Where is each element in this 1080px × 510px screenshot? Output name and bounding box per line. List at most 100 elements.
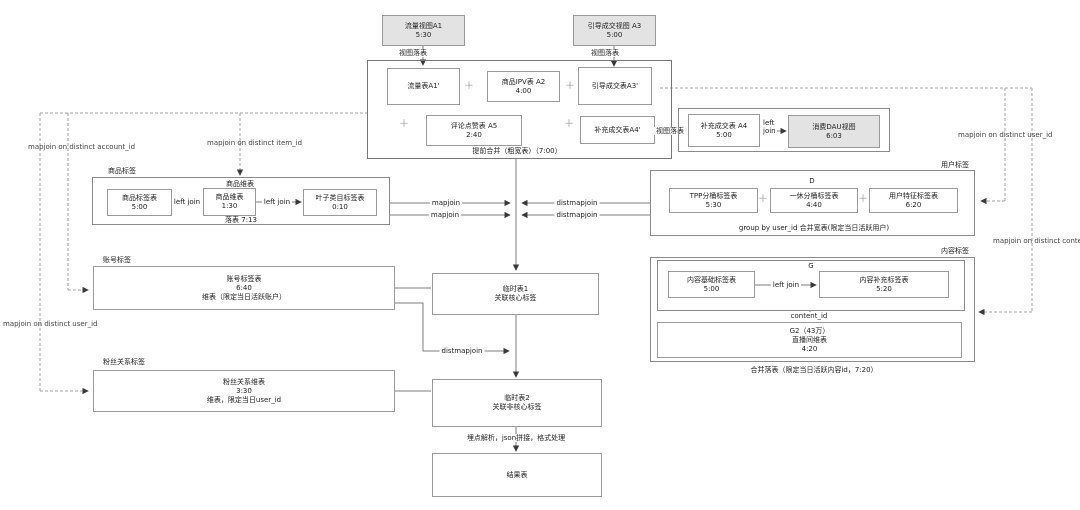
left-join-label: left join: [261, 198, 293, 206]
mapjoin-label: mapjoin: [429, 199, 463, 207]
node-fans-relation-dim-table: 粉丝关系维表 3:30 维表，限定当日user_id: [93, 370, 395, 412]
node-title: 补充成交表A4': [594, 125, 641, 134]
left-join-label-line2: join: [763, 127, 776, 135]
section-label-account-tags: 账号标签: [103, 256, 131, 264]
node-title: 内容基础标签表: [687, 275, 736, 284]
node-title: 引导成交视图 A3: [587, 21, 642, 30]
annotation-mapjoin-user-id-left: mapjoin on distinct user_id: [3, 320, 98, 328]
node-time: 0:10: [332, 202, 348, 211]
node-time: 5:30: [705, 200, 722, 209]
distmapjoin-label: distmapjoin: [554, 199, 600, 207]
left-join-label: left join: [171, 198, 203, 206]
node-title: 用户特征标签表: [889, 191, 938, 200]
node-title: 结果表: [506, 470, 528, 479]
node-item-ipv-a2: 商品IPV表 A2 4:00: [487, 71, 560, 102]
node-title: TPP分桶标签表: [689, 191, 738, 200]
node-subtitle: 直播间维表: [792, 335, 827, 344]
left-join-label-line1: left: [763, 119, 775, 127]
node-supplement-deal-a4p: 补充成交表A4': [580, 116, 655, 144]
section-label-content-tags: 内容标签: [941, 247, 969, 255]
edge-label-item-dim: 商品维表: [226, 180, 254, 188]
node-time: 1:30: [221, 202, 238, 210]
section-label-fans-relation-tags: 粉丝关系标签: [103, 358, 145, 366]
annotation-mapjoin-item-id: mapjoin on distinct item_id: [207, 139, 303, 147]
plus-icon: ＋: [565, 81, 575, 92]
node-time: 6:03: [826, 131, 842, 140]
node-title: 流量表A1': [407, 82, 440, 90]
plus-icon: ＋: [858, 194, 868, 205]
node-temp-table-2: 临时表2 关联非核心标签: [432, 379, 602, 427]
node-consume-dau-view: 消费DAU视图 6:03: [788, 115, 880, 148]
node-title: 商品标签表: [122, 193, 157, 202]
node-account-tag-table: 账号标签表 6:40 维表（限定当日活跃账户）: [93, 266, 395, 310]
node-comment-like-a5: 评论点赞表 A5 2:40: [426, 115, 522, 146]
annotation-mapjoin-user-id-right: mapjoin on distinct user_id: [958, 131, 1053, 139]
node-user-feature-tag-table: 用户特征标签表 6:20: [869, 188, 958, 213]
node-title: 账号标签表: [226, 274, 262, 283]
node-content-base-tag-table: 内容基础标签表 5:00: [668, 271, 755, 298]
node-item-tag-table: 商品标签表 5:00: [107, 189, 172, 216]
item-tags-section-box: [92, 177, 390, 225]
node-time: 5:20: [876, 284, 892, 293]
merge-group-box: [367, 60, 672, 159]
node-title: 引导成交表A3': [591, 81, 639, 90]
user-tags-section-box: [650, 170, 975, 236]
node-yixiu-bucket-tag-table: 一休分桶标签表 4:40: [770, 188, 858, 213]
node-time: 5:30: [415, 30, 432, 39]
edge-label-content-id: content_id: [788, 312, 830, 320]
node-time: 5:00: [716, 130, 732, 139]
user-section-caption: group by user_id 合并宽表(限定当日活跃用户): [738, 224, 890, 232]
content-section-caption: 合并落表（限定当日活跃内容id，7:20）: [750, 366, 878, 374]
annotation-mapjoin-content-id: mapjoin on distinct content_id: [993, 237, 1080, 245]
left-join-label: left join: [763, 119, 776, 135]
dau-join-group-box: [678, 108, 890, 152]
node-leaf-category-tag-table: 叶子类目标签表 0:10: [303, 189, 377, 216]
node-traffic-view-a1: 流量视图A1 5:30: [382, 15, 465, 46]
node-time: 5:00: [606, 30, 623, 39]
node-title: 一休分桶标签表: [789, 191, 839, 200]
edge-label-view-sink-a4: 视图落表: [654, 127, 686, 135]
node-traffic-table-a1p: 流量表A1': [387, 68, 460, 105]
node-title: 商品IPV表 A2: [501, 77, 546, 86]
node-title: 粉丝关系维表: [223, 377, 265, 386]
node-title: 补充成交表 A4: [700, 121, 748, 130]
node-guided-deal-view-a3: 引导成交视图 A3 5:00: [573, 15, 656, 46]
node-content-supplement-tag-table: 内容补充标签表 5:20: [819, 271, 949, 298]
node-item-dim-table: 商品维表 1:30: [203, 188, 256, 216]
node-title: 评论点赞表 A5: [450, 121, 498, 130]
node-note: 维表（限定当日活跃账户）: [202, 292, 286, 301]
node-title: 消费DAU视图: [812, 122, 856, 131]
plus-icon: ＋: [564, 119, 574, 130]
mapjoin-label: mapjoin: [428, 211, 462, 219]
content-tags-section-box: [650, 257, 975, 362]
node-note: 维表，限定当日user_id: [206, 395, 282, 404]
content-group-tag-g: G: [808, 262, 814, 270]
node-temp-table-1: 临时表1 关联核心标签: [432, 273, 599, 315]
user-section-tag-d: D: [809, 177, 815, 185]
section-label-item-tags: 商品标签: [108, 167, 136, 175]
node-time: 6:40: [236, 283, 252, 292]
left-join-label: left join: [770, 281, 802, 289]
node-guided-deal-a3p: 引导成交表A3': [578, 67, 652, 105]
node-subtitle: 关联非核心标签: [492, 403, 542, 411]
node-live-room-dim-table-g2: G2（43万） 直播间维表 4:20: [657, 322, 962, 358]
node-title: 商品维表: [215, 193, 244, 201]
node-time: 4:40: [806, 200, 822, 209]
plus-icon: ＋: [464, 81, 474, 92]
node-tpp-bucket-tag-table: TPP分桶标签表 5:30: [669, 188, 758, 213]
edge-label-view-sink-a3: 视图落表: [589, 49, 621, 57]
node-time: 3:30: [236, 386, 252, 395]
annotation-mapjoin-account-id: mapjoin on distinct account_id: [28, 143, 136, 151]
node-time: 2:40: [466, 130, 482, 139]
node-time: 6:20: [905, 200, 922, 209]
node-title: 叶子类目标签表: [315, 193, 365, 202]
process-step-label: 埋点解析，json拼接，格式处理: [464, 434, 568, 442]
distmapjoin-label: distmapjoin: [439, 347, 485, 355]
node-title: G2（43万）: [789, 326, 830, 335]
node-result-table: 结果表: [432, 453, 602, 497]
merge-caption: 提前合并（粗宽表）（7:00）: [470, 147, 564, 155]
node-title: 临时表2: [504, 394, 530, 402]
distmapjoin-label: distmapjoin: [554, 211, 600, 219]
section-label-user-tags: 用户标签: [941, 161, 969, 169]
